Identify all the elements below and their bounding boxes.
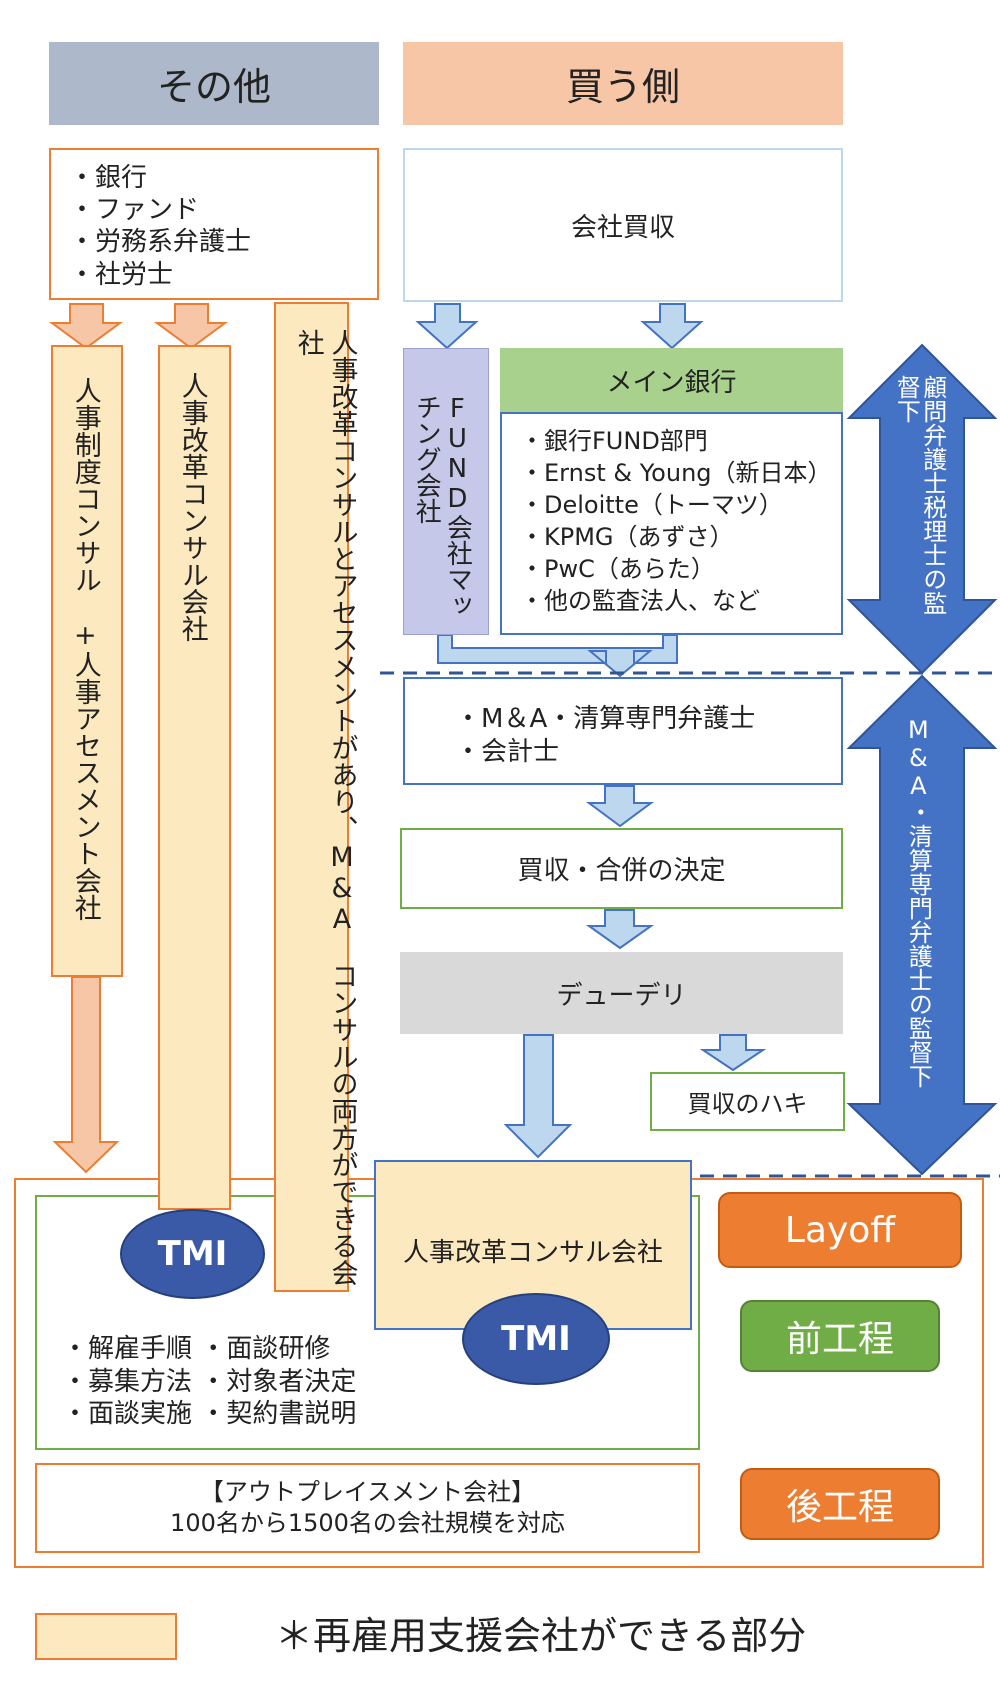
legend-text: ＊再雇用支援会社ができる部分 <box>275 1614 807 1658</box>
list-item: 銀行FUND部門 <box>520 426 841 458</box>
column-hr-ma-text: 人事改革コンサルとアセスメントがあり、M&A コンサルの両方ができる会社 <box>292 329 358 1286</box>
upper-arrow-text: 顧問弁護士税理士の監督下 <box>892 375 947 615</box>
list-item: 労務系弁護士 <box>69 226 377 258</box>
main-bank-header: メイン銀行 <box>500 348 843 412</box>
arrow-peach-2 <box>153 303 229 350</box>
cancel-box: 買収のハキ <box>650 1072 845 1131</box>
tmi-right-badge: TMI <box>462 1293 610 1385</box>
list-item: M＆A・清算専門弁護士 <box>455 703 841 736</box>
acquisition-box: 会社買収 <box>403 148 843 302</box>
arrow-blue-decision <box>585 785 655 828</box>
list-item: 会計士 <box>455 736 841 769</box>
list-item: PwC（あらた） <box>520 554 841 586</box>
task-row: 解雇手順 面談研修 <box>62 1333 356 1366</box>
bank-list-box: 銀行FUND部門 Ernst & Young（新日本） Deloitte（トーマ… <box>500 412 843 635</box>
lower-arrow-text: M&A・清算専門弁護士の監督下 <box>904 716 933 1088</box>
task-list: 解雇手順 面談研修 募集方法 対象者決定 面談実施 契約書説明 <box>62 1333 356 1431</box>
arrow-blue-merge <box>437 634 678 678</box>
header-other: その他 <box>49 42 379 125</box>
stage-post: 後工程 <box>740 1468 940 1540</box>
task-row: 面談実施 契約書説明 <box>62 1398 356 1431</box>
arrow-peach-long <box>52 976 120 1174</box>
task-row: 募集方法 対象者決定 <box>62 1366 356 1399</box>
arrow-peach-1 <box>48 303 124 350</box>
arrow-blue-consult <box>503 1034 573 1159</box>
stage-pre: 前工程 <box>740 1300 940 1372</box>
list-item: Ernst & Young（新日本） <box>520 458 841 490</box>
due-diligence-box: デューデリ <box>400 952 843 1034</box>
arrow-blue-bank <box>640 303 704 350</box>
other-list-box: 銀行 ファンド 労務系弁護士 社労士 <box>49 148 379 300</box>
column-consult-assessment-text: 人事制度コンサル +人事アセスメント会社 <box>69 377 101 921</box>
double-arrow-lower <box>846 674 998 1176</box>
arrow-blue-fund <box>415 303 479 350</box>
list-item: 社労士 <box>69 259 377 291</box>
list-item: 銀行 <box>69 162 377 194</box>
list-item: 他の監査法人、など <box>520 586 841 618</box>
column-hr-ma: 人事改革コンサルとアセスメントがあり、M&A コンサルの両方ができる会社 <box>274 302 358 1292</box>
lawyers-box: M＆A・清算専門弁護士 会計士 <box>403 677 843 785</box>
outplacement-title: 【アウトプレイスメント会社】 <box>199 1477 536 1506</box>
list-item: KPMG（あずさ） <box>520 522 841 554</box>
list-item: ファンド <box>69 194 377 226</box>
list-item: Deloitte（トーマツ） <box>520 490 841 522</box>
legend-swatch <box>35 1613 177 1660</box>
column-hr-reform-text: 人事改革コンサル会社 <box>176 372 208 642</box>
outplacement-box: 【アウトプレイスメント会社】 100名から1500名の会社規模を対応 <box>35 1463 700 1553</box>
header-buyer: 買う側 <box>403 42 843 125</box>
column-hr-reform: 人事改革コンサル会社 <box>158 345 231 1210</box>
stage-layoff: Layoff <box>718 1192 962 1268</box>
fund-box-text: FUND会社マッチング会社 <box>411 394 473 618</box>
column-consult-assessment: 人事制度コンサル +人事アセスメント会社 <box>51 345 123 977</box>
fund-box: FUND会社マッチング会社 <box>403 348 489 635</box>
arrow-blue-cancel <box>699 1034 767 1072</box>
arrow-blue-dd <box>585 909 655 950</box>
outplacement-desc: 100名から1500名の会社規模を対応 <box>170 1509 565 1537</box>
double-arrow-upper <box>846 343 998 675</box>
tmi-left-badge: TMI <box>120 1209 265 1299</box>
decision-box: 買収・合併の決定 <box>400 828 843 909</box>
